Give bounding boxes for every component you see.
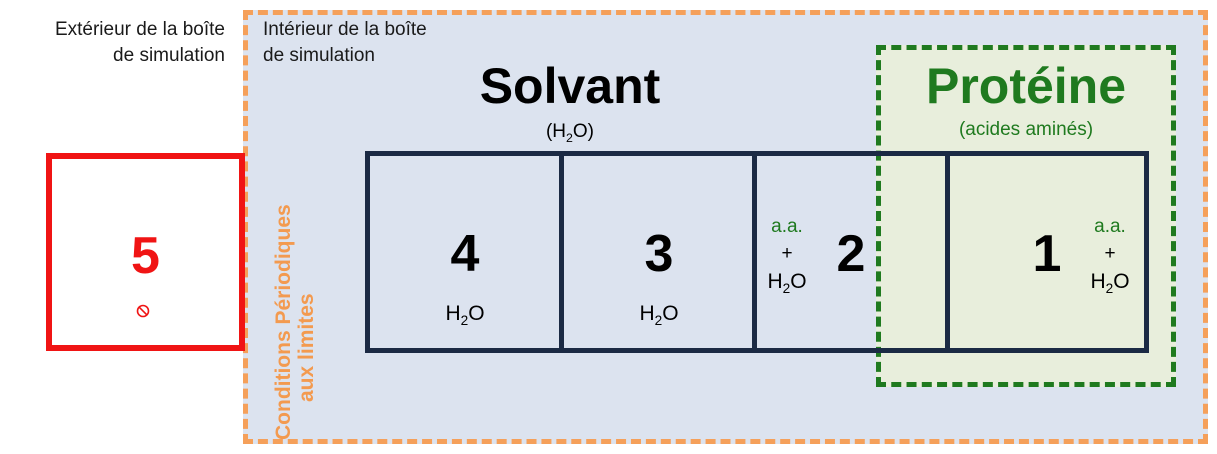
cell-3-number: 3 xyxy=(644,225,674,283)
cell-1-aa-label: a.a. xyxy=(1094,216,1126,237)
cell-1-water: H2O xyxy=(1090,270,1130,297)
cell-divider xyxy=(945,151,950,353)
protein-subtitle: (acides aminés) xyxy=(958,119,1094,140)
cell-divider xyxy=(559,151,564,353)
solvent-title: Solvant xyxy=(479,58,661,114)
cell-2-water: H2O xyxy=(767,270,807,297)
cell-2-plus: + xyxy=(781,243,793,264)
cell-divider xyxy=(752,151,757,353)
inside-box-label: Intérieur de la boîte de simulation xyxy=(263,19,427,66)
cell-1-plus: + xyxy=(1104,243,1116,264)
cell-3-water: H2O xyxy=(639,302,679,329)
cell-2-aa-label: a.a. xyxy=(771,216,803,237)
cell-1-number: 1 xyxy=(1032,225,1062,283)
cell-4-number: 4 xyxy=(450,225,480,283)
protein-title: Protéine xyxy=(925,58,1127,114)
periodic-boundary-label: Conditions Périodiques aux limites xyxy=(272,204,318,440)
outside-cell xyxy=(46,153,245,351)
protein-region xyxy=(876,45,1176,387)
outside-box-label: Extérieur de la boîte de simulation xyxy=(54,19,225,66)
ban-icon xyxy=(136,304,150,318)
solvent-subtitle: (H2O) xyxy=(545,121,595,145)
cell-2-number: 2 xyxy=(836,225,866,283)
cell-strip xyxy=(365,151,1149,353)
outside-cell-number: 5 xyxy=(131,227,160,285)
cell-4-water: H2O xyxy=(445,302,485,329)
